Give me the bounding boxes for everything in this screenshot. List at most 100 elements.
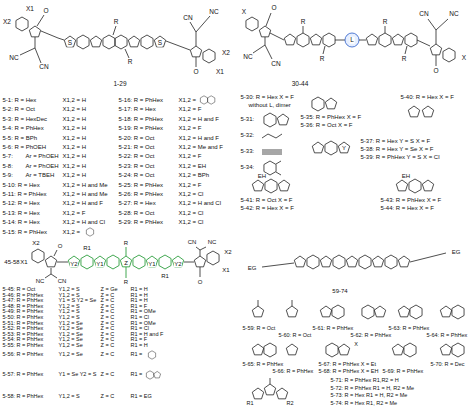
atom-label: Y2	[174, 261, 182, 267]
compound-label: 5-67: R = PhHex X = Et	[318, 362, 376, 368]
compound-label: X1,2 = Cl	[178, 210, 204, 216]
compound-label: 5-58: R = PhHex	[2, 394, 44, 400]
compound-label: X1,2 = H and Me	[62, 191, 108, 197]
compound-label: 5-30: R = Hex X = F	[240, 94, 294, 100]
atom-label: S	[67, 40, 72, 47]
compound-label: Y1,2 = Se	[58, 343, 83, 349]
compound-label: X1,2 = H	[62, 106, 87, 112]
atom-label: R1	[83, 245, 92, 251]
compound-label: 5-13: R = Hex	[2, 210, 40, 216]
compound-label: 5-62: R = PhHex	[350, 333, 392, 339]
compound-label: 5-15: R = PhHex	[2, 229, 48, 235]
compound-label: X1,2 = F	[178, 182, 202, 188]
atom-label: X2	[3, 19, 12, 26]
compound-label: X1,2 = Me and F	[178, 144, 224, 150]
compound-label: 5-37: R = Hex Y = S X = F	[360, 138, 431, 144]
compound-label: 5-34:	[240, 164, 255, 170]
atom-label: R	[123, 240, 128, 246]
compound-label: 5-55: R = PhHex	[2, 343, 44, 349]
compound-label: R1 = EG	[130, 394, 152, 400]
compound-label: 5-64: R = PhHex	[426, 333, 468, 339]
compound-label: X1,2 = F	[62, 210, 86, 216]
compound-label: R1 =	[130, 352, 143, 358]
compound-label: X1,2 = H	[62, 163, 87, 169]
compound-label: 5-33:	[240, 148, 255, 154]
compound-label: X1,2 = H	[62, 144, 87, 150]
compound-label: X1,2 =	[62, 229, 81, 235]
atom-label: Y1	[148, 261, 156, 267]
compound-label: X1,2 = BPh	[178, 172, 210, 178]
atom-label: CN	[183, 15, 193, 22]
atom-label: O	[197, 279, 203, 285]
compound-label: Ar = PhOEH	[25, 163, 59, 169]
compound-label: 5-26: R = PhHex	[118, 191, 164, 197]
atom-label: R	[319, 56, 325, 63]
atom-label: O	[193, 69, 199, 76]
atom-label: R	[382, 19, 388, 26]
atom-label: R1	[161, 273, 170, 279]
compound-label: 5-27: R = Hex	[118, 200, 156, 206]
structure-45-58-core	[68, 247, 183, 278]
compound-label: 5-19: R = PhHex	[118, 125, 164, 131]
compound-label: Z = C	[100, 343, 115, 349]
compound-label: R1 = H	[130, 343, 148, 349]
compound-label: 5-14: R = Hex	[2, 219, 40, 225]
compound-label: X1,2 = H and F	[178, 135, 220, 141]
atom-label: X1	[222, 267, 230, 273]
atom-label: O	[433, 68, 439, 75]
compound-label: 5-32:	[240, 132, 255, 138]
atom-label: NC	[449, 11, 459, 18]
compound-label: X1,2 = Cl	[178, 219, 204, 225]
compound-label: 5-41: R = Oct X = F	[240, 197, 293, 203]
atom-label: CN	[57, 278, 67, 284]
compound-label: X1,2 = F	[178, 125, 202, 131]
atom-label: NC	[207, 239, 217, 245]
compound-label: 5-1: R = Hex	[2, 97, 37, 103]
compound-label: 5-72: R = PhHex R1 = H, R2 = Me	[330, 386, 415, 392]
compound-label: 5-24: R = Oct	[118, 172, 155, 178]
compound-label: 5-25: R = PhHex	[118, 182, 164, 188]
compound-label: 5-59: R = Oct	[242, 326, 276, 332]
atom-label: R	[127, 59, 133, 66]
compound-label: 5-5: R = BPh	[2, 135, 38, 141]
atom-label: R	[113, 19, 119, 26]
compound-label: 5-74: R = Hex R1, R2 = Me	[330, 401, 398, 407]
compound-label: 5-65: R = PhHex	[242, 362, 284, 368]
compound-label: X1,2 = EH	[178, 163, 207, 169]
atom-label: R	[123, 279, 128, 285]
compound-label: X1,2 = H	[62, 97, 87, 103]
compound-label: X1,2 = H	[62, 153, 87, 159]
compound-label: 5-6: R = PhOEH	[2, 144, 47, 150]
atom-label: L	[350, 37, 355, 44]
structure-45-58-ends	[32, 247, 219, 379]
compound-label: 5-9:	[2, 172, 13, 178]
compound-label: Y1,2 = S	[58, 394, 80, 400]
compound-label: 5-7:	[2, 153, 13, 159]
atom-label: NC	[209, 9, 219, 16]
compound-label: X1,2 = Cl	[178, 191, 204, 197]
atom-label: X2	[32, 240, 40, 246]
compound-label: X1,2 = H	[62, 116, 87, 122]
compound-label: 5-63: R = PhHex	[388, 326, 430, 332]
compound-label: Z = C	[100, 394, 115, 400]
atom-label: X2	[224, 249, 232, 255]
compound-label: 5-73: R = Hex R1 = H, R2 = Me	[330, 393, 408, 399]
compound-label: 5-22: R = Oct	[118, 153, 155, 159]
atom-label: Y1	[96, 261, 104, 267]
atom-label: CN	[39, 64, 49, 71]
compound-label: 5-60: R = Oct	[278, 333, 312, 339]
compound-label: 5-40: R = Hex X = F	[400, 94, 454, 100]
compound-label: Y1,2 = Se	[58, 352, 83, 358]
compound-label: 5-3: R = HexDec	[2, 116, 48, 122]
compound-label: X1,2 = H	[62, 172, 87, 178]
compound-label: 5-21: R = Oct	[118, 144, 155, 150]
compound-label: X1,2 = F	[178, 106, 202, 112]
compound-label: 5-44: R = Hex X = F	[380, 205, 434, 211]
structure-30-44	[246, 13, 455, 193]
atom-label: EH	[401, 173, 410, 179]
compound-label: 5-28: R = Oct	[118, 210, 155, 216]
atom-label: CN	[419, 11, 429, 18]
atom-label: X1	[216, 69, 225, 76]
atom-label: Y	[341, 145, 346, 151]
compound-label: X1,2 = H and F	[62, 200, 104, 206]
